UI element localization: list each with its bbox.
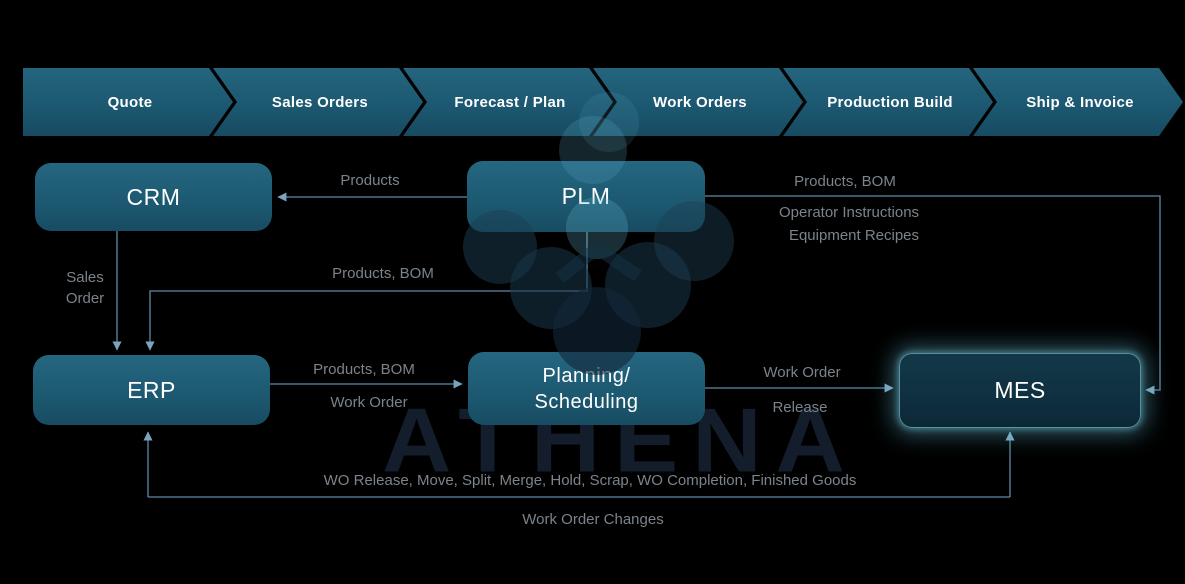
process-step-forecast-plan: Forecast / Plan — [403, 68, 613, 136]
label-sales-order: Sales Order — [65, 269, 105, 307]
process-step-sales-orders: Sales Orders — [213, 68, 423, 136]
system-box-crm: CRM — [35, 163, 272, 231]
label-products-bom-erp-planning: Products, BOM — [313, 361, 415, 378]
label-work-order-changes: Work Order Changes — [522, 511, 664, 528]
process-step-ship-invoice: Ship & Invoice — [973, 68, 1183, 136]
system-box-planning-scheduling: Planning/ Scheduling — [468, 352, 705, 425]
process-step-production-build: Production Build — [783, 68, 993, 136]
system-box-erp: ERP — [33, 355, 270, 425]
connector-plm-to-erp — [145, 232, 588, 351]
label-release: Release — [772, 399, 828, 416]
process-step-quote: Quote — [23, 68, 233, 136]
label-wo-release-loop: WO Release, Move, Split, Merge, Hold, Sc… — [323, 472, 857, 489]
label-work-order: Work Order — [330, 394, 408, 411]
process-step-work-orders: Work Orders — [593, 68, 803, 136]
system-box-plm: PLM — [467, 161, 705, 232]
label-products-bom-plm-erp: Products, BOM — [332, 265, 434, 282]
label-work-order-release-top: Work Order — [763, 364, 841, 381]
label-equipment-recipes: Equipment Recipes — [788, 227, 920, 244]
label-products: Products — [340, 172, 400, 189]
label-products-bom-plm-mes: Products, BOM — [794, 173, 896, 190]
label-operator-instructions: Operator Instructions — [778, 204, 920, 221]
system-box-mes: MES — [899, 353, 1141, 428]
